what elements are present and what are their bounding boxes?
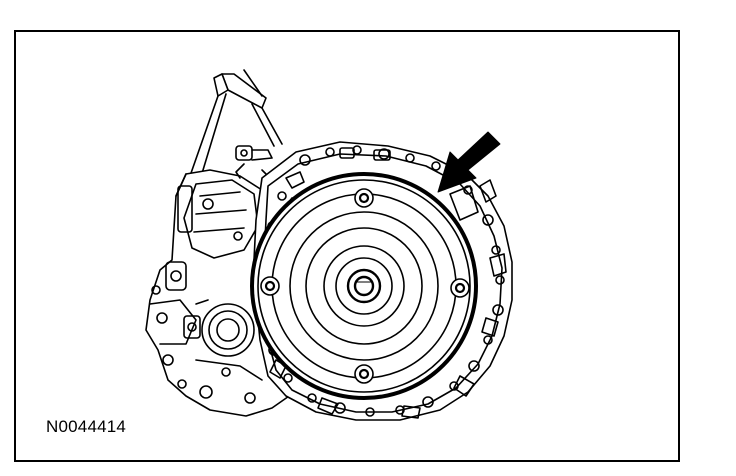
- upper-shaft: [189, 69, 283, 181]
- figure-code: N0044414: [46, 417, 127, 436]
- torque-converter: [250, 172, 478, 400]
- axle-seal: [183, 299, 263, 357]
- callout-arrow-icon: [437, 131, 501, 193]
